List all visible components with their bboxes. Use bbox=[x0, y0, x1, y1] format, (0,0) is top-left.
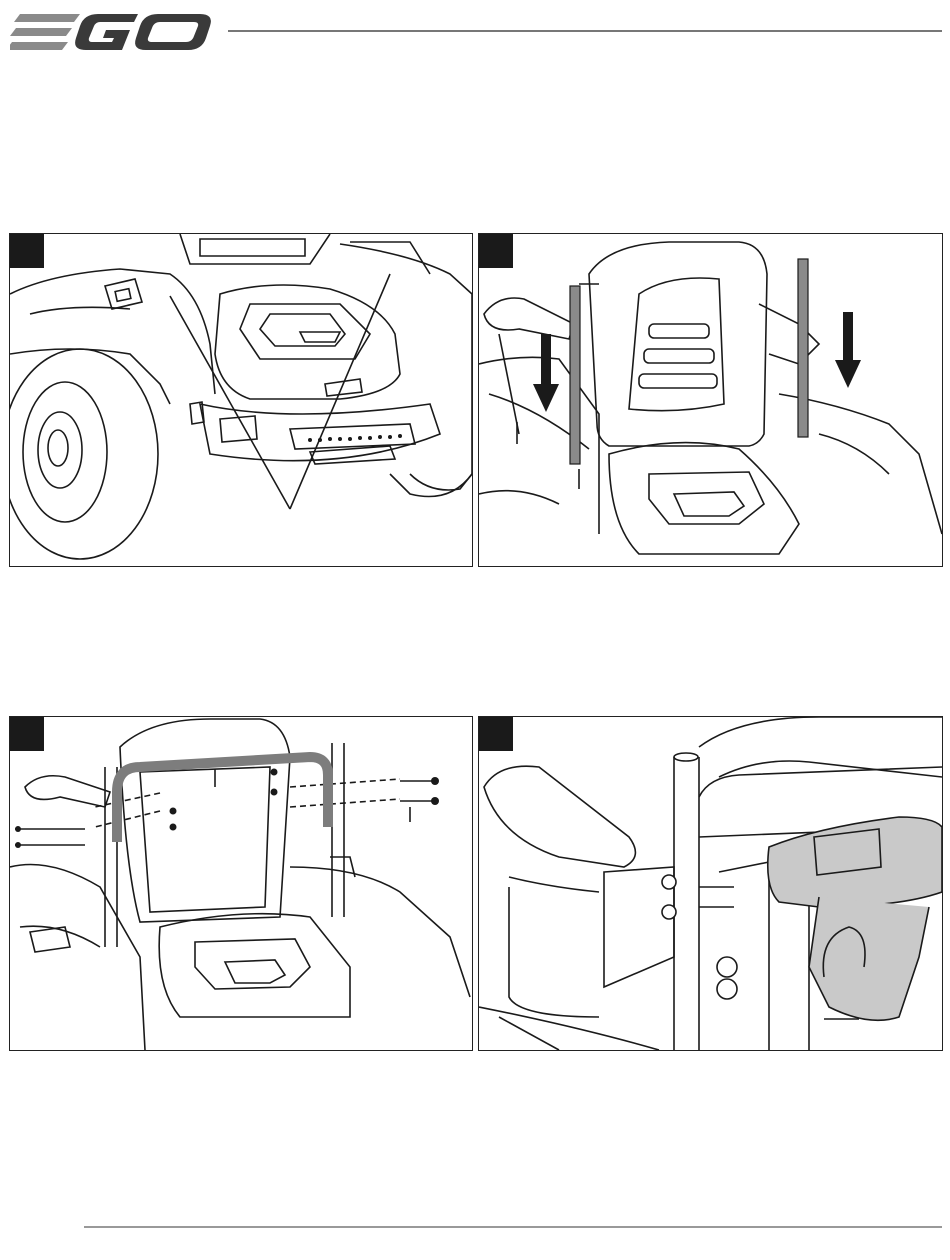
figure-3 bbox=[9, 716, 473, 1051]
ego-logo bbox=[10, 8, 215, 58]
mower-front-illustration bbox=[10, 234, 472, 566]
figure-4 bbox=[478, 716, 943, 1051]
figure-number bbox=[479, 234, 513, 268]
rollbar-attach-illustration bbox=[10, 717, 472, 1050]
tighten-bolts-drill-illustration bbox=[479, 717, 942, 1050]
figure-number bbox=[479, 717, 513, 751]
header-divider bbox=[228, 30, 942, 32]
rollbar-posts-insert-illustration bbox=[479, 234, 942, 566]
figure-number bbox=[10, 717, 44, 751]
figure-2 bbox=[478, 233, 943, 567]
figure-1 bbox=[9, 233, 473, 567]
figure-number bbox=[10, 234, 44, 268]
footer-divider bbox=[84, 1226, 942, 1228]
page-header bbox=[0, 0, 950, 70]
